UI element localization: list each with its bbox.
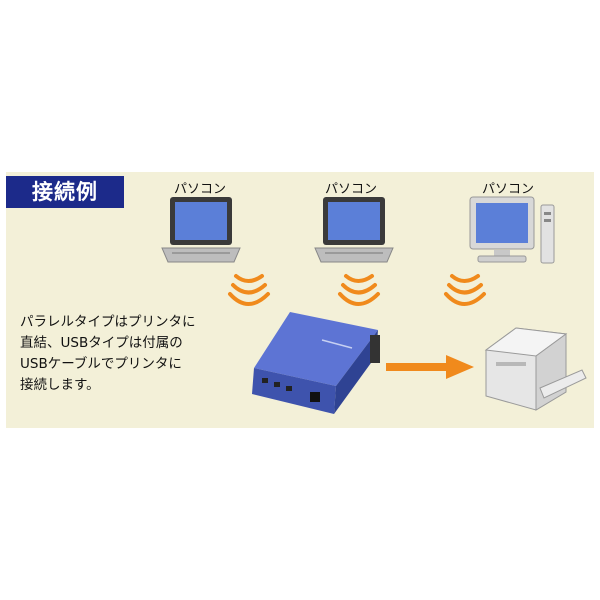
diagram-title: 接続例 — [6, 176, 124, 208]
description-line: 接続します。 — [20, 377, 100, 393]
connection-description: パラレルタイプはプリンタに 直結、USBタイプは付属の USBケーブルでプリンタ… — [20, 312, 240, 396]
description-line: パラレルタイプはプリンタに — [20, 314, 196, 330]
print-server-icon — [252, 312, 380, 414]
description-line: USBケーブルでプリンタに — [20, 356, 182, 372]
description-line: 直結、USBタイプは付属の — [20, 335, 183, 351]
laptop-icon — [314, 197, 394, 263]
wireless-wave-icon — [338, 274, 380, 306]
device-label-2: パソコン — [325, 182, 378, 197]
wireless-wave-icon — [228, 274, 270, 306]
arrow-icon — [386, 355, 474, 379]
device-label-1: パソコン — [174, 182, 227, 197]
laptop-icon — [161, 197, 241, 263]
desktop-pc-icon — [469, 196, 555, 264]
printer-icon — [484, 327, 587, 411]
device-label-3: パソコン — [482, 182, 535, 197]
wireless-wave-icon — [444, 274, 486, 306]
